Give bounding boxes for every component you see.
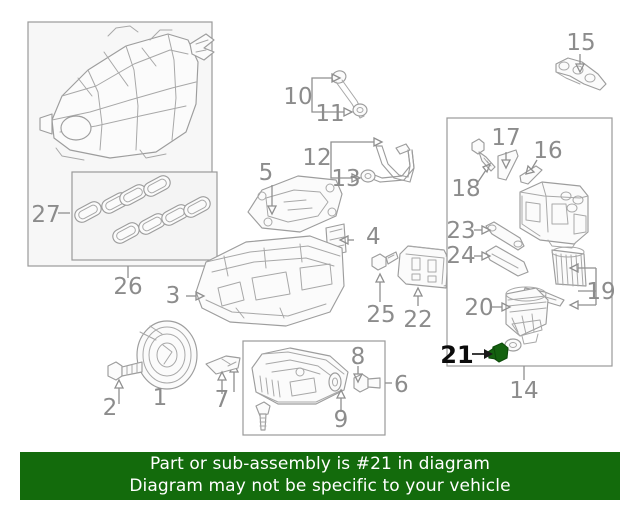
leader-11 xyxy=(311,96,344,113)
callout-label-5: 5 xyxy=(259,160,274,186)
callout-label-2: 2 xyxy=(103,395,118,421)
part-manifold-bracket xyxy=(189,33,215,61)
part-dipstick-tube xyxy=(369,143,415,183)
leader-16 xyxy=(530,159,538,171)
notice-banner: Part or sub-assembly is #21 in diagram D… xyxy=(20,452,620,500)
part-lower-oil-pan xyxy=(251,347,349,405)
callout-label-22: 22 xyxy=(403,307,432,333)
callout-label-20: 20 xyxy=(464,295,493,321)
callout-label-21-highlighted: 21 xyxy=(440,341,473,369)
part-oil-cooler-bolt xyxy=(371,251,399,271)
callout-label-10: 10 xyxy=(283,84,312,110)
part-oil-cooler xyxy=(397,245,453,289)
part-pulley-bolt xyxy=(107,361,143,381)
notice-line-1: Part or sub-assembly is #21 in diagram xyxy=(149,454,491,475)
part-housing-bolt xyxy=(471,138,496,172)
callout-label-8: 8 xyxy=(351,344,366,370)
part-cover-gasket-small xyxy=(519,165,543,185)
callout-label-11: 11 xyxy=(315,101,344,127)
callout-label-9: 9 xyxy=(334,407,349,433)
leader-12 xyxy=(330,141,374,157)
part-drain-plug-gasket xyxy=(328,372,342,392)
part-housing-gasket-wide xyxy=(485,245,529,277)
callout-label-14: 14 xyxy=(509,378,538,404)
callout-label-15: 15 xyxy=(566,30,595,56)
part-pulley-key xyxy=(205,355,241,375)
part-tube-o-ring xyxy=(360,169,376,183)
callout-label-12: 12 xyxy=(302,145,331,171)
callout-label-3: 3 xyxy=(166,283,181,309)
part-crankshaft-pulley xyxy=(136,320,198,390)
callout-label-25: 25 xyxy=(366,302,395,328)
part-oil-filter-cap xyxy=(505,286,549,345)
part-group-manifold-gaskets xyxy=(74,175,211,244)
callout-label-23: 23 xyxy=(446,218,475,244)
part-intake-manifold xyxy=(39,25,199,161)
callout-label-18: 18 xyxy=(451,176,480,202)
callout-label-13: 13 xyxy=(331,166,360,192)
callout-label-17: 17 xyxy=(491,125,520,151)
leader-21-arrow xyxy=(484,349,493,359)
part-oil-pipe-gasket xyxy=(555,57,607,91)
callout-label-7: 7 xyxy=(215,387,230,413)
callout-label-27: 27 xyxy=(31,202,60,228)
part-lower-pan-bolt xyxy=(255,401,271,431)
part-upper-oil-pan xyxy=(195,235,345,327)
part-dipstick-o-ring xyxy=(352,103,368,117)
leader-10 xyxy=(311,77,332,96)
callout-label-4: 4 xyxy=(366,224,381,250)
notice-line-2: Diagram may not be specific to your vehi… xyxy=(129,476,511,496)
part-housing-gasket-long xyxy=(485,221,525,251)
callout-label-16: 16 xyxy=(533,138,562,164)
callout-label-6: 6 xyxy=(394,372,409,398)
callout-label-26: 26 xyxy=(113,274,142,300)
leader-13 xyxy=(330,157,352,179)
callout-label-1: 1 xyxy=(153,385,168,411)
callout-label-24: 24 xyxy=(446,243,475,269)
callout-label-19: 19 xyxy=(586,279,615,305)
leader-18 xyxy=(477,169,487,183)
